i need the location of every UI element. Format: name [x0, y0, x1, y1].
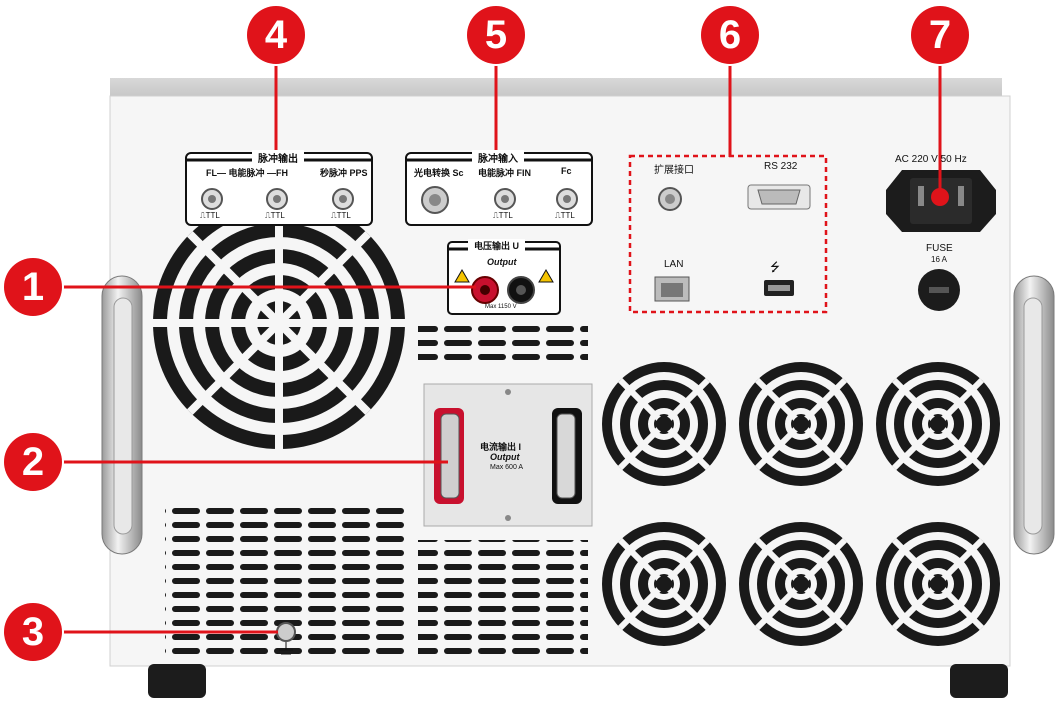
voltage-output-label: Output: [487, 257, 517, 267]
vent-upper-middle: [418, 326, 588, 368]
pulse-input-title: 脉冲输入: [472, 150, 524, 165]
bnc-fc[interactable]: [556, 188, 578, 210]
callout-7-dot: [931, 188, 949, 206]
ttl-label-fh: ⎍TTL: [265, 211, 285, 220]
bnc-fh[interactable]: [266, 188, 288, 210]
callout-1: 1: [4, 258, 62, 316]
expansion-port-label: 扩展接口: [654, 165, 694, 176]
lan-label: LAN: [664, 259, 684, 270]
callout-6: 6: [701, 6, 759, 64]
ttl-label-fl: ⎍TTL: [200, 211, 220, 220]
small-fans: [602, 362, 1000, 646]
expansion-port[interactable]: [658, 187, 682, 211]
vent-lower-middle: [418, 540, 588, 656]
ttl-label-fc: ⎍TTL: [555, 211, 575, 220]
fuse-holder[interactable]: [918, 269, 960, 311]
usb-port[interactable]: [764, 280, 794, 296]
fc-label: Fc: [561, 166, 572, 176]
current-terminal-black[interactable]: [552, 408, 582, 504]
interface-group-outline: [628, 154, 828, 314]
callout-2: 2: [4, 433, 62, 491]
small-fan-3: [876, 362, 1000, 486]
optical-sc-connector[interactable]: [421, 186, 449, 214]
small-fan-6: [876, 522, 1000, 646]
bnc-pps[interactable]: [332, 188, 354, 210]
callout-3: 3: [4, 603, 62, 661]
pps-label: 秒脉冲 PPS: [320, 168, 368, 178]
bnc-fin[interactable]: [494, 188, 516, 210]
current-output-label: Output: [490, 452, 520, 462]
pulse-output-title: 脉冲输出: [252, 150, 304, 165]
bnc-fl[interactable]: [201, 188, 223, 210]
current-max-label: Max 600 A: [490, 464, 524, 471]
callout-5: 5: [467, 6, 525, 64]
callout-7: 7: [911, 6, 969, 64]
small-fan-5: [739, 522, 863, 646]
lan-port[interactable]: [654, 276, 690, 302]
ttl-label-pps: ⎍TTL: [331, 211, 351, 220]
small-fan-1: [602, 362, 726, 486]
fuse-rating-label: 16 A: [931, 255, 948, 264]
small-fan-4: [602, 522, 726, 646]
callout-4: 4: [247, 6, 305, 64]
main-fan-grille: [153, 197, 405, 449]
rs232-label: RS 232: [764, 161, 798, 172]
handle-right[interactable]: [1013, 275, 1055, 555]
small-fan-2: [739, 362, 863, 486]
foot-right: [950, 664, 1008, 698]
current-output-title: 电流输出 I: [480, 442, 522, 452]
fin-label: 电能脉冲 FIN: [478, 168, 531, 178]
voltage-terminal-red[interactable]: [471, 276, 499, 304]
rs232-port[interactable]: [747, 184, 811, 210]
ac-rating-label: AC 220 V 50 Hz: [895, 154, 967, 165]
voltage-output-title: 电压输出 U: [468, 239, 526, 252]
foot-left: [148, 664, 206, 698]
current-terminal-red[interactable]: [434, 408, 464, 504]
chassis-top: [110, 78, 1002, 100]
voltage-max-label: Max 1150 V: [485, 304, 517, 310]
usb-icon: ⭍: [770, 260, 780, 274]
fl-fh-label: FL— 电能脉冲 —FH: [206, 168, 288, 178]
sc-label: 光电转换 Sc: [414, 168, 464, 178]
voltage-terminal-black[interactable]: [507, 276, 535, 304]
fuse-label: FUSE: [926, 243, 953, 254]
callout-lines: [62, 62, 942, 634]
ground-terminal[interactable]: [276, 622, 296, 655]
handle-left[interactable]: [101, 275, 143, 555]
ttl-label-fin: ⎍TTL: [493, 211, 513, 220]
